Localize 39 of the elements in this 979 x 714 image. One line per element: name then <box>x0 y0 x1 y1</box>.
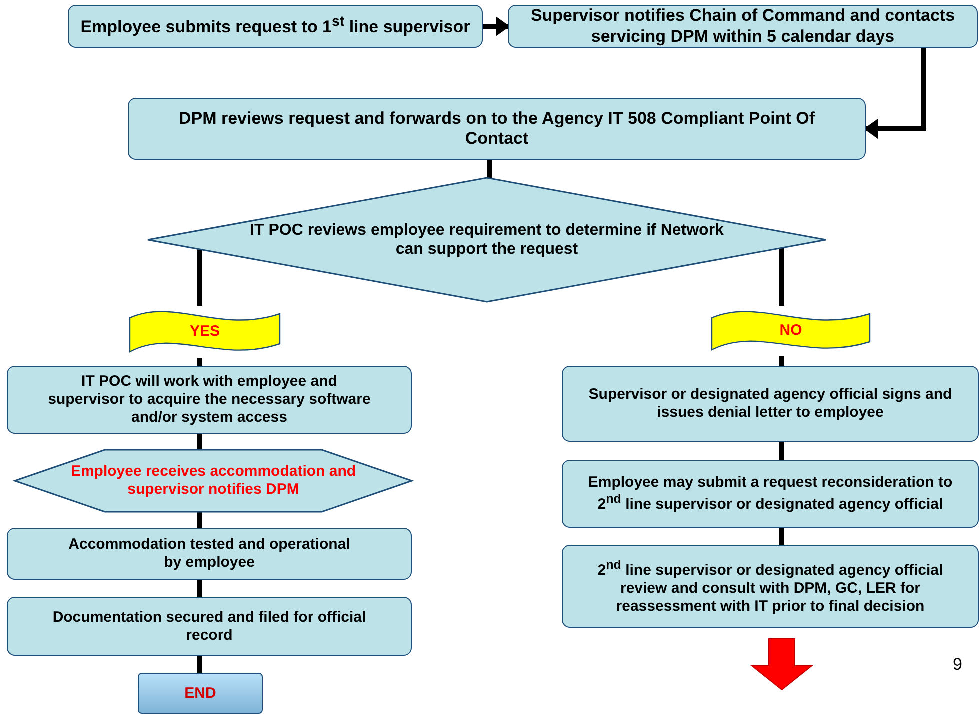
connector-line <box>198 580 202 597</box>
connector-line <box>198 512 202 528</box>
node-text: Accommodation tested and operational by employee <box>68 536 352 572</box>
connector-line <box>488 160 492 178</box>
connector-line <box>483 16 510 36</box>
process-box <box>128 98 866 160</box>
process-box <box>562 366 979 442</box>
node-text: Documentation secured and filed for official record <box>52 608 368 644</box>
decision-diamond <box>148 178 826 302</box>
process-box <box>562 545 979 628</box>
process-box <box>7 366 412 434</box>
terminal-box <box>138 673 263 714</box>
connector-line <box>198 358 202 366</box>
hexagon-box <box>15 450 412 512</box>
connector-line <box>198 434 202 450</box>
node-text: Supervisor or designated agency official signs and issues denial letter to employee <box>588 386 954 422</box>
node-text: IT POC reviews employee requirement to determine if Network can support the request <box>249 220 725 260</box>
node-text: Employee may submit a request reconsideration to 2$^{nd}$ line supervisor or designated agency official <box>587 474 954 514</box>
connector-line <box>780 442 784 460</box>
connector-line <box>864 48 926 139</box>
node-text: END <box>184 684 216 702</box>
process-box <box>7 597 412 656</box>
node-text: Employee submits request to 1$^{st}$ line supervisor <box>80 14 470 39</box>
page-number: 9 <box>953 655 962 675</box>
node-text: YES <box>190 323 220 341</box>
connector-line <box>198 656 202 673</box>
process-box <box>562 460 979 528</box>
process-box <box>68 5 483 48</box>
node-text: NO <box>780 322 802 340</box>
connector-line <box>198 250 202 306</box>
process-box <box>7 528 412 580</box>
node-text: DPM reviews request and forwards on to the Agency IT 508 Compliant Point Of Contact <box>178 108 816 150</box>
connector-line <box>780 248 784 306</box>
node-text: Employee receives accommodation and supervisor notifies DPM <box>70 463 358 499</box>
node-text: Supervisor notifies Chain of Command and contacts servicing DPM within 5 calendar days <box>530 6 956 47</box>
connector-line <box>780 528 784 545</box>
node-text: IT POC will work with employee and supervisor to acquire the necessary software and/or system access <box>47 373 372 427</box>
node-text: 2$^{nd}$ line supervisor or designated agency official review and consult with DPM, GC, LER for reassessment with IT prior to final decision <box>596 558 944 616</box>
connector-line <box>780 356 784 366</box>
